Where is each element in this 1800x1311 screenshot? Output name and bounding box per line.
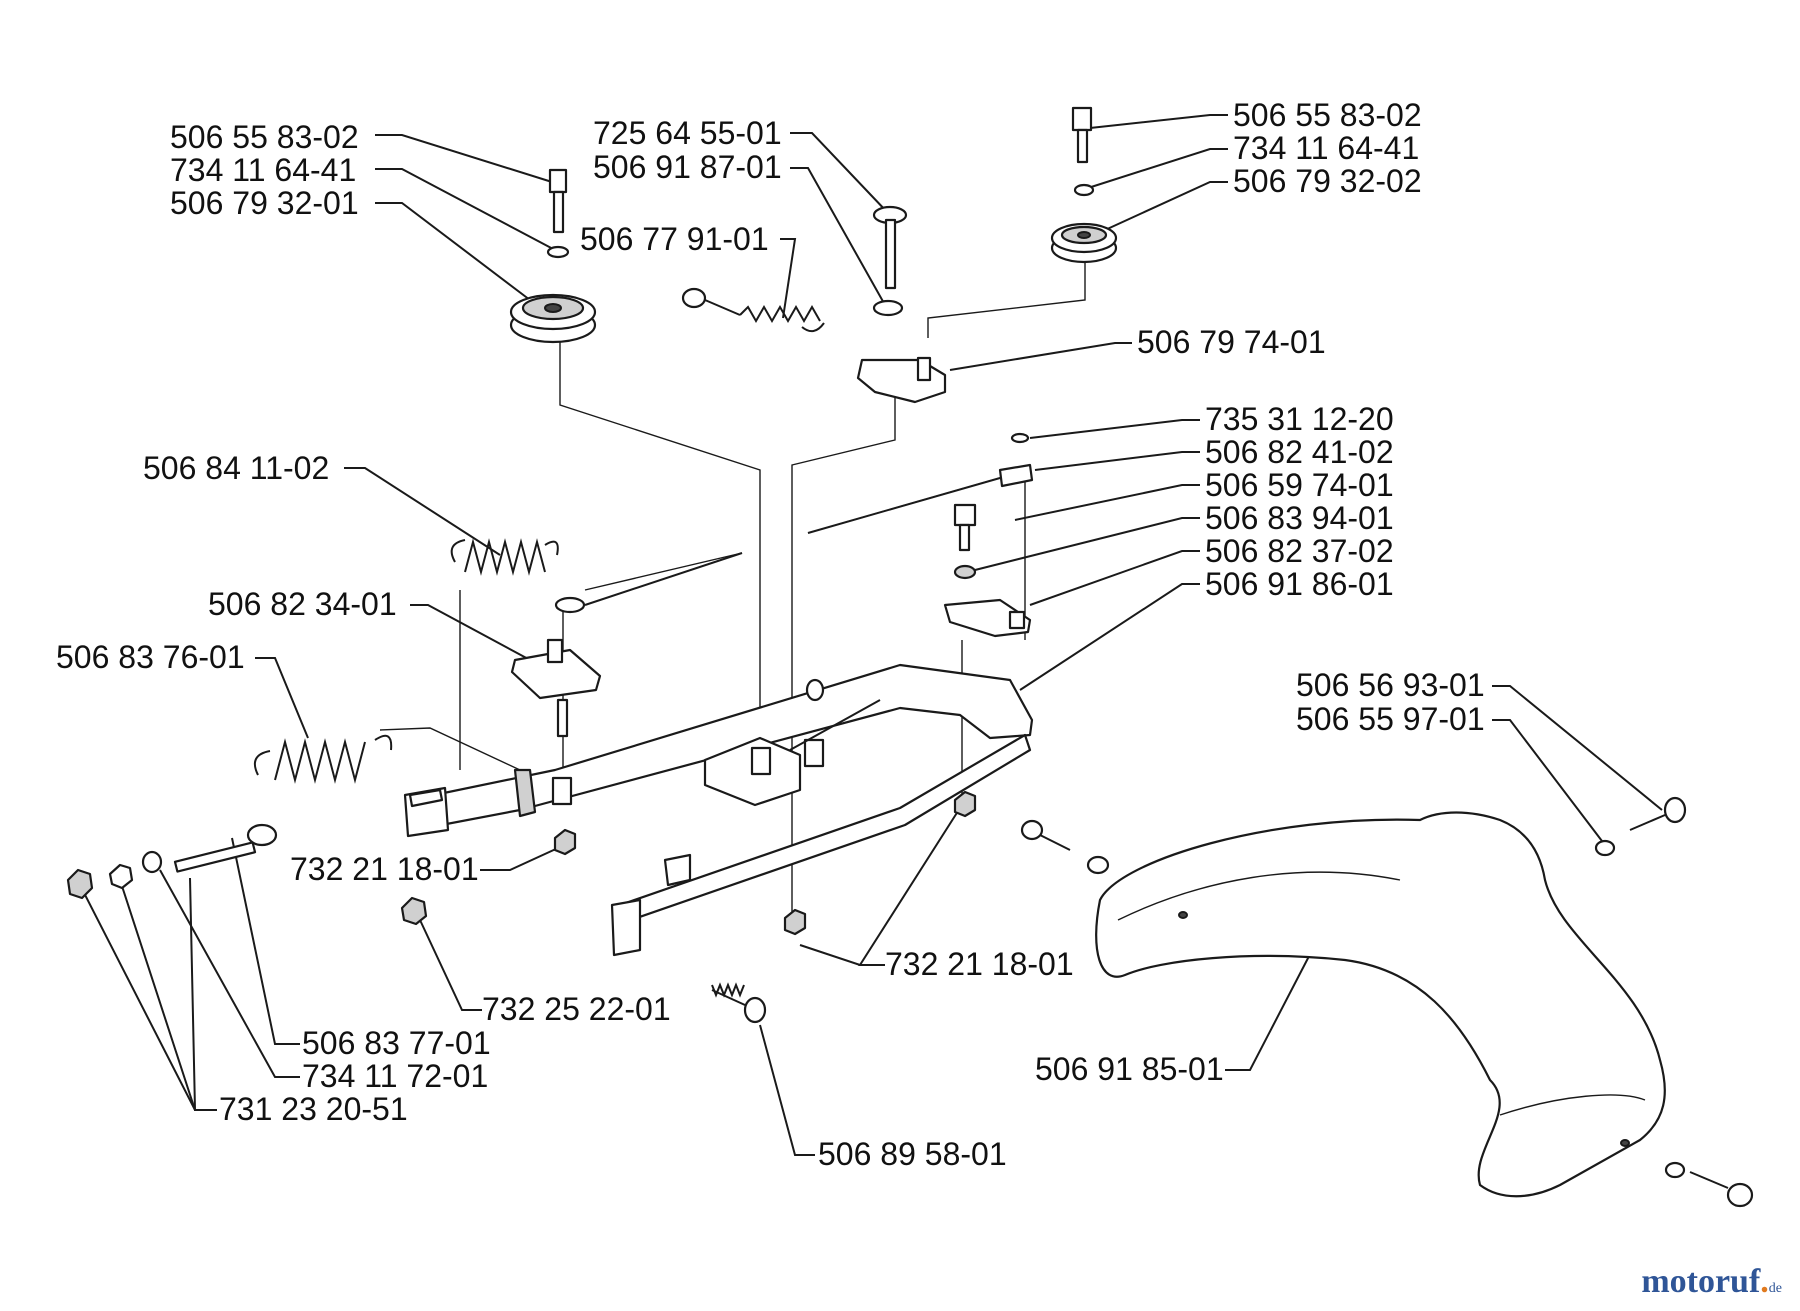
part-label: 506 77 91-01: [580, 221, 769, 257]
leader-lines: [79, 114, 1663, 1156]
part-label: 506 83 76-01: [56, 639, 245, 675]
part-label: 732 21 18-01: [290, 851, 479, 887]
part-label: 731 23 20-51: [219, 1091, 408, 1127]
part-label: 506 91 87-01: [593, 149, 782, 185]
part-label: 506 82 41-02: [1205, 434, 1394, 470]
part-label: 506 83 94-01: [1205, 500, 1394, 536]
part-labels: 506 55 83-02 734 11 64-41 506 79 32-01 7…: [56, 97, 1485, 1172]
part-label: 506 79 32-02: [1233, 163, 1422, 199]
part-label: 732 21 18-01: [885, 946, 1074, 982]
part-label: 506 84 11-02: [143, 450, 329, 486]
frame-assembly: [403, 663, 1034, 957]
part-label: 506 82 34-01: [208, 586, 397, 622]
guard-506-91-85-01: [1095, 811, 1666, 1198]
pulley-right: [1050, 106, 1118, 264]
part-label: 734 11 72-01: [302, 1058, 488, 1094]
spring-506-83-76-01: [173, 734, 393, 873]
bolt-506-89-58-01: [711, 982, 767, 1024]
part-label: 506 83 77-01: [302, 1025, 491, 1061]
part-label: 734 11 64-41: [170, 152, 356, 188]
part-label: 506 89 58-01: [818, 1136, 1007, 1172]
part-label: 506 55 83-02: [1233, 97, 1422, 133]
nuts-under-frame: [400, 790, 977, 936]
nuts-bottom-left: [66, 850, 163, 900]
part-label: 506 91 86-01: [1205, 566, 1394, 602]
bolt-head-left: [548, 168, 568, 194]
bracket-506-82-34-01: [510, 638, 602, 738]
part-label: 506 59 74-01: [1205, 467, 1394, 503]
watermark-text: motoruf: [1641, 1263, 1761, 1300]
bolt-and-bracket-top: [856, 205, 947, 404]
washer-left: [546, 245, 570, 259]
watermark-logo: motoruf.de: [1641, 1263, 1782, 1301]
part-label: 506 55 97-01: [1296, 701, 1485, 737]
part-label: 506 79 32-01: [170, 185, 359, 221]
part-label: 506 91 85-01: [1035, 1051, 1224, 1087]
part-label: 725 64 55-01: [593, 115, 782, 151]
part-label: 735 31 12-20: [1205, 401, 1394, 437]
bracket-right: [807, 432, 1034, 638]
bolt-shank-left: [552, 190, 565, 234]
part-label: 734 11 64-41: [1233, 130, 1419, 166]
watermark-dot: .: [1760, 1263, 1769, 1300]
guard-fasteners: [1020, 796, 1754, 1208]
part-label: 506 79 74-01: [1137, 324, 1326, 360]
part-label: 506 55 83-02: [170, 119, 359, 155]
part-label: 506 82 37-02: [1205, 533, 1394, 569]
part-label: 506 56 93-01: [1296, 667, 1485, 703]
spring-506-84-11-02: [450, 538, 743, 614]
watermark-tld: de: [1768, 1281, 1782, 1296]
part-label: 732 25 22-01: [482, 991, 671, 1027]
spring-top: [681, 287, 825, 333]
pulley-left: [509, 168, 597, 344]
